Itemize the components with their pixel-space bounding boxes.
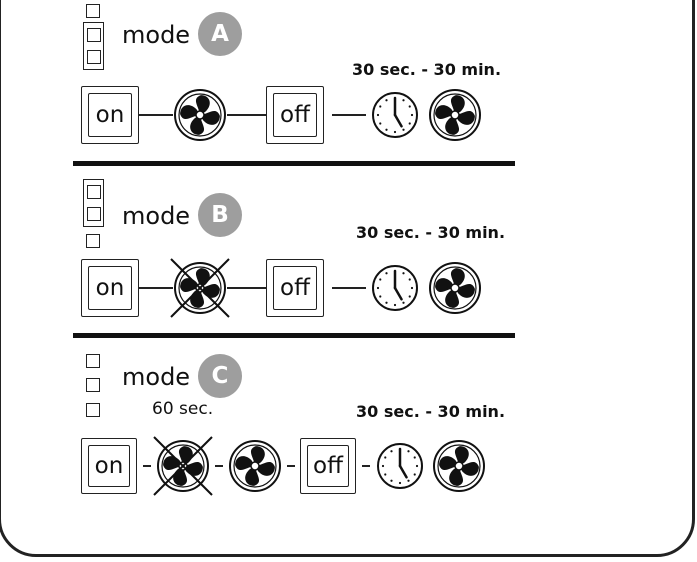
- indicator-square: [87, 50, 101, 64]
- off-button-label: off: [307, 445, 349, 487]
- section-divider: [73, 161, 515, 166]
- connector-line: [227, 287, 266, 289]
- connector-line: [287, 465, 295, 467]
- indicator-square: [87, 207, 101, 221]
- connector-line: [143, 465, 151, 467]
- indicator-square: [86, 378, 100, 392]
- mode-badge: B: [198, 193, 242, 237]
- indicator-square: [87, 185, 101, 199]
- time-range-label: 30 sec. - 30 min.: [356, 402, 506, 421]
- mode-label: mode: [122, 363, 191, 391]
- off-button[interactable]: off: [266, 259, 324, 317]
- connector-line: [215, 465, 223, 467]
- connector-line: [139, 287, 173, 289]
- indicator-stack: [83, 179, 104, 227]
- disabled-fan-icon: [170, 258, 230, 318]
- on-button[interactable]: on: [81, 86, 139, 144]
- off-button-label: off: [273, 93, 317, 137]
- section-divider: [73, 333, 515, 338]
- on-button-label: on: [88, 445, 130, 487]
- on-button[interactable]: on: [81, 259, 139, 317]
- mode-label: mode: [122, 21, 191, 49]
- mode-a-section: mode A 30 sec. - 30 min. on off: [0, 0, 697, 160]
- connector-line: [332, 114, 366, 116]
- indicator-square: [86, 234, 100, 248]
- indicator-square: [86, 4, 100, 18]
- mode-label: mode: [122, 202, 191, 230]
- clock-icon: [377, 443, 423, 489]
- clock-icon: [372, 265, 418, 311]
- connector-line: [139, 114, 173, 116]
- connector-line: [332, 287, 366, 289]
- connector-line: [362, 465, 370, 467]
- time-range-label: 30 sec. - 30 min.: [356, 223, 506, 242]
- delay-label: 60 sec.: [152, 399, 214, 419]
- on-button-label: on: [88, 93, 132, 137]
- fan-icon: [429, 89, 481, 141]
- disabled-fan-icon: [153, 436, 213, 496]
- indicator-square: [86, 354, 100, 368]
- clock-icon: [372, 92, 418, 138]
- fan-icon: [174, 89, 226, 141]
- off-button-label: off: [273, 266, 317, 310]
- on-button[interactable]: on: [81, 438, 137, 494]
- indicator-square: [86, 403, 100, 417]
- mode-c-section: mode C 60 sec. 30 sec. - 30 min. on off: [0, 338, 697, 498]
- mode-badge: C: [198, 354, 242, 398]
- on-button-label: on: [88, 266, 132, 310]
- fan-icon: [429, 262, 481, 314]
- mode-b-section: mode B 30 sec. - 30 min. on off: [0, 166, 697, 331]
- off-button[interactable]: off: [266, 86, 324, 144]
- mode-badge: A: [198, 12, 242, 56]
- connector-line: [227, 114, 266, 116]
- time-range-label: 30 sec. - 30 min.: [352, 60, 502, 79]
- fan-icon: [433, 440, 485, 492]
- off-button[interactable]: off: [300, 438, 356, 494]
- indicator-stack: [83, 22, 104, 70]
- indicator-square: [87, 28, 101, 42]
- fan-icon: [229, 440, 281, 492]
